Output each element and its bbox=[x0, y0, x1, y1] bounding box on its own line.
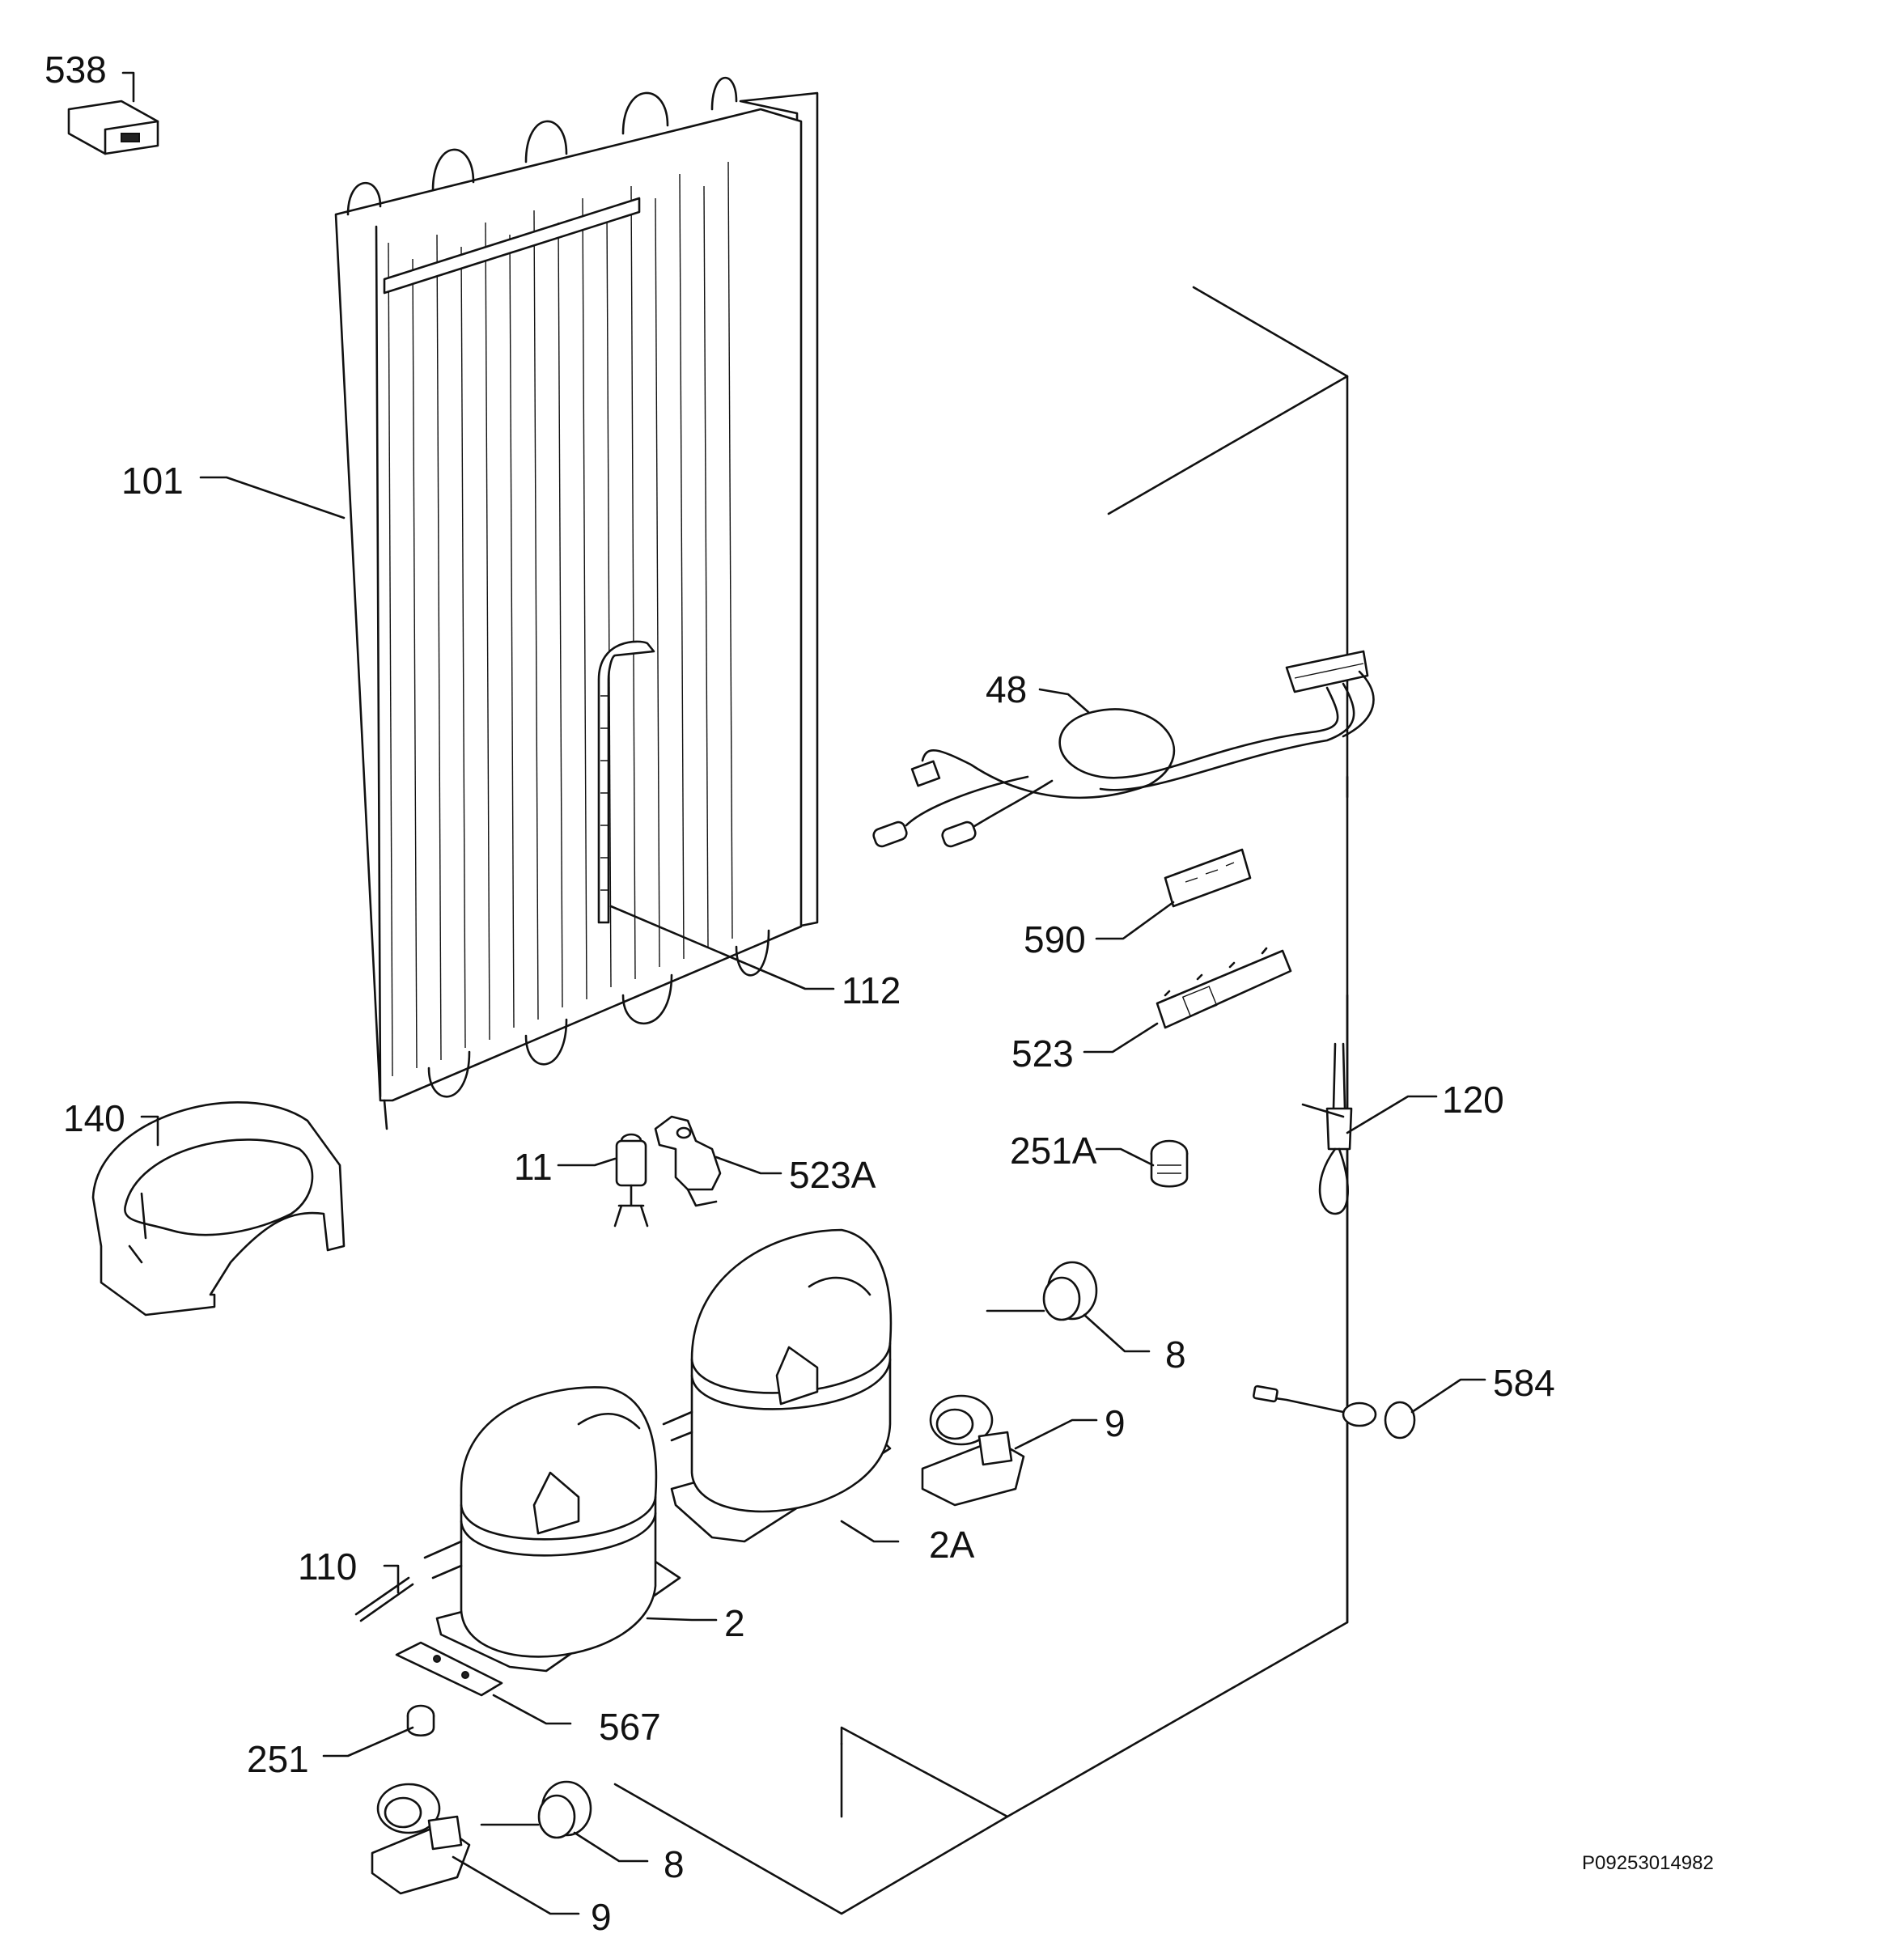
plug-251A bbox=[1150, 1139, 1189, 1188]
connector-538 bbox=[67, 100, 159, 155]
board-590 bbox=[1164, 848, 1252, 908]
protector-8-upper bbox=[986, 1261, 1098, 1321]
callout-120: 120 bbox=[1442, 1079, 1504, 1121]
relay-11 bbox=[613, 1133, 649, 1228]
leader-lines bbox=[121, 71, 1486, 1915]
sensor-120 bbox=[1301, 1042, 1353, 1215]
nut-251 bbox=[406, 1704, 435, 1737]
board-523 bbox=[1156, 947, 1292, 1029]
callout-584: 584 bbox=[1493, 1362, 1555, 1404]
callout-8-upper: 8 bbox=[1165, 1334, 1186, 1376]
drip-tray-140 bbox=[91, 1101, 346, 1317]
clamp-9-upper bbox=[921, 1394, 1025, 1507]
callout-523A: 523A bbox=[789, 1154, 876, 1196]
compressor-2 bbox=[423, 1386, 681, 1673]
drawing-code: P09253014982 bbox=[1582, 1852, 1714, 1874]
callout-112: 112 bbox=[842, 969, 901, 1011]
callout-48: 48 bbox=[986, 668, 1027, 710]
capillary-tube-112 bbox=[597, 640, 655, 924]
compressor-2A bbox=[662, 1228, 893, 1543]
callout-590: 590 bbox=[1024, 918, 1086, 960]
callout-251: 251 bbox=[247, 1738, 309, 1780]
condenser-fins bbox=[388, 161, 733, 1077]
clamp-9-lower bbox=[371, 1783, 471, 1895]
callout-8-lower: 8 bbox=[664, 1843, 685, 1885]
callout-11: 11 bbox=[514, 1146, 553, 1188]
protector-8-lower bbox=[480, 1780, 592, 1839]
callout-523: 523 bbox=[1011, 1032, 1074, 1075]
pin-110 bbox=[354, 1576, 414, 1622]
callout-2A: 2A bbox=[929, 1524, 975, 1566]
grommet-584 bbox=[1252, 1384, 1416, 1440]
callout-567: 567 bbox=[599, 1706, 661, 1748]
callout-9-upper: 9 bbox=[1105, 1402, 1126, 1444]
bracket-523A bbox=[654, 1115, 722, 1207]
callout-140: 140 bbox=[63, 1097, 125, 1139]
wiring-harness-48 bbox=[872, 650, 1375, 848]
condenser-101 bbox=[334, 76, 819, 1130]
callout-110: 110 bbox=[298, 1546, 357, 1588]
callout-251A: 251A bbox=[1010, 1130, 1097, 1172]
callout-labels: 538 101 48 590 112 523 120 140 251A 11 5… bbox=[45, 49, 1555, 1938]
callout-101: 101 bbox=[121, 460, 184, 502]
callout-538: 538 bbox=[45, 49, 107, 91]
plate-567 bbox=[395, 1641, 503, 1697]
callout-9-lower: 9 bbox=[591, 1896, 612, 1938]
callout-2: 2 bbox=[724, 1602, 745, 1644]
